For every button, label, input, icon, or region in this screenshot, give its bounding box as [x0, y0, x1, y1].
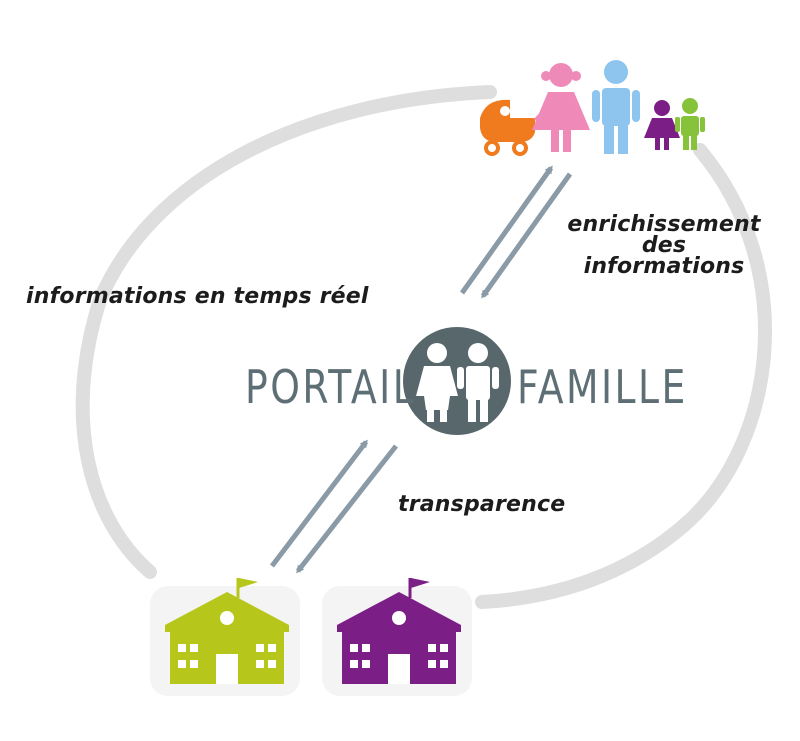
arrow-up-to-portal: [270, 439, 368, 568]
cycle-ring: [75, 85, 772, 609]
girl-figure: [644, 100, 680, 150]
logo-word-portail: PORTAIL: [245, 360, 417, 414]
bottom-arrow-pair: [270, 439, 398, 574]
label-realtime-info: informations en temps réel: [26, 284, 369, 309]
children-icon: [416, 343, 499, 422]
arrow-down-to-schools: [296, 444, 398, 574]
family-icon: [480, 60, 705, 156]
label-transparency: transparence: [398, 492, 566, 517]
arrow-down-to-portal: [480, 172, 573, 299]
label-enrichment: enrichissement des informations: [540, 212, 788, 279]
boy-figure: [675, 98, 705, 150]
label-enrichment-line3: informations: [583, 254, 745, 279]
top-arrow-pair: [459, 165, 573, 299]
label-enrichment-line2: des: [641, 233, 687, 258]
logo-word-famille: FAMILLE: [517, 360, 688, 414]
portal-logo-badge: [403, 327, 511, 435]
father-figure: [592, 60, 640, 154]
mother-figure: [532, 63, 590, 152]
label-enrichment-line1: enrichissement: [567, 212, 761, 237]
school-icon-green: [150, 578, 300, 696]
school-icon-purple: [322, 578, 472, 696]
arrow-up-to-family: [459, 165, 554, 295]
